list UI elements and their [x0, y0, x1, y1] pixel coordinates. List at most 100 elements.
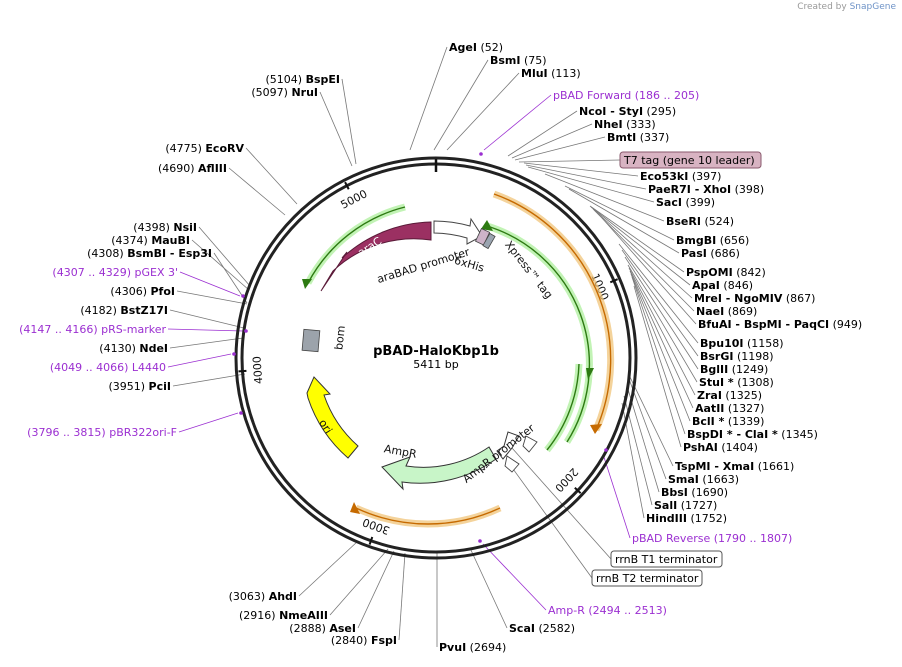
site-bspei[interactable]: (5104) BspEI	[266, 73, 341, 86]
leader-bmgbi	[564, 185, 675, 241]
arabad-promoter-arrow[interactable]	[433, 217, 483, 245]
site-bglii[interactable]: BglII (1249)	[700, 363, 768, 376]
ampr-promoter-arrow[interactable]	[496, 431, 520, 460]
site-position: (2916)	[239, 609, 276, 622]
ori-arrow[interactable]	[306, 376, 359, 459]
site-position: (5097)	[251, 86, 288, 99]
site-mrei[interactable]: MreI - NgoMIV (867)	[694, 292, 815, 305]
tick-mark-5000	[344, 181, 350, 190]
site-bcli[interactable]: BclI * (1339)	[692, 415, 764, 428]
site-agei[interactable]: AgeI (52)	[449, 41, 503, 54]
site-bmgbi[interactable]: BmgBI (656)	[676, 234, 749, 247]
primer-pgex3[interactable]: (4307 .. 4329) pGEX 3'	[52, 266, 178, 279]
site-nrui[interactable]: (5097) NruI	[251, 86, 318, 99]
xpress-tag-box[interactable]	[482, 232, 496, 250]
arac-arrow[interactable]	[320, 221, 432, 292]
site-nhei[interactable]: NheI (333)	[594, 118, 656, 131]
primer-pbr322ori[interactable]: (3796 .. 3815) pBR322ori-F	[27, 426, 177, 439]
leader-pfoi	[176, 290, 248, 305]
primer-range: (4307 .. 4329)	[52, 266, 131, 279]
site-position: (1308)	[737, 376, 774, 389]
site-paer7i[interactable]: PaeR7I - XhoI (398)	[648, 183, 764, 196]
plasmid-backbone[interactable]	[234, 156, 638, 560]
rrnb-t2-arrow[interactable]	[504, 455, 520, 473]
site-aatii[interactable]: AatII (1327)	[695, 402, 764, 415]
site-sali[interactable]: SalI (1727)	[654, 499, 717, 512]
site-bseri[interactable]: BseRI (524)	[666, 215, 734, 228]
orf-arc-inner-right[interactable]	[485, 222, 593, 444]
leader-mlui	[446, 72, 520, 151]
site-pasi[interactable]: PasI (686)	[681, 247, 740, 260]
bom-box[interactable]	[301, 328, 321, 353]
site-tspmi[interactable]: TspMI - XmaI (1661)	[675, 460, 794, 473]
primer-pbad-forward[interactable]: pBAD Forward (186 .. 205)	[553, 89, 699, 102]
site-apai[interactable]: ApaI (846)	[692, 279, 753, 292]
leader-tspmi	[629, 376, 674, 467]
leader-stui	[627, 264, 698, 383]
site-pspomi[interactable]: PspOMI (842)	[686, 266, 766, 279]
leader-bseri	[544, 173, 665, 222]
leader-l4440	[167, 353, 232, 368]
site-position: (1327)	[728, 402, 765, 415]
site-eco53ki[interactable]: Eco53kI (397)	[640, 170, 721, 183]
site-pcii[interactable]: (3951) PciI	[108, 380, 171, 393]
leader-agei	[409, 46, 448, 151]
leader-pspomi	[589, 205, 685, 273]
site-aflii[interactable]: (4690) AflIII	[158, 162, 227, 175]
site-name: PciI	[149, 380, 171, 393]
site-bsmbi[interactable]: (4308) BsmBI - Esp3I	[87, 247, 212, 260]
callout-rrnb-t1[interactable]: rrnB T1 terminator	[610, 550, 723, 568]
site-saci[interactable]: SacI (399)	[656, 196, 715, 209]
site-bfuai[interactable]: BfuAI - BspMI - PaqCI (949)	[698, 318, 862, 331]
site-labels[interactable]: AgeI (52)BsmI (75)MluI (113) NcoI - StyI …	[19, 41, 862, 654]
leader-eco53ki	[523, 162, 639, 177]
site-bstz17i[interactable]: (4182) BstZ17I	[80, 304, 168, 317]
orf-arc-right-down-green[interactable]	[544, 363, 583, 453]
site-pshai[interactable]: PshAI (1404)	[683, 441, 758, 454]
leader-ahdi	[298, 540, 359, 597]
site-mlui[interactable]: MluI (113)	[521, 67, 581, 80]
site-smai[interactable]: SmaI (1663)	[668, 473, 739, 486]
site-ndei[interactable]: (4130) NdeI	[99, 342, 168, 355]
site-position: (2694)	[470, 641, 507, 654]
site-bsmi[interactable]: BsmI (75)	[490, 54, 547, 67]
feature-callouts[interactable]: T7 tag (gene 10 leader) rrnB T1 terminato…	[591, 151, 762, 587]
site-bbsi[interactable]: BbsI (1690)	[661, 486, 728, 499]
orf-arc-bottom-arrowhead	[350, 502, 360, 514]
site-scai[interactable]: ScaI (2582)	[509, 622, 575, 635]
site-bspdi[interactable]: BspDI * - ClaI * (1345)	[687, 428, 818, 441]
callout-t7-tag[interactable]: T7 tag (gene 10 leader)	[619, 151, 762, 169]
site-bmti[interactable]: BmtI (337)	[607, 131, 669, 144]
site-position: (686)	[710, 247, 740, 260]
site-pvui[interactable]: PvuI (2694)	[439, 641, 506, 654]
site-nsii[interactable]: (4398) NsiI	[133, 221, 197, 234]
leader-bfuai	[601, 217, 697, 325]
site-position: (656)	[720, 234, 750, 247]
site-nmeaiii[interactable]: (2916) NmeAIII	[239, 609, 328, 622]
site-name: Bpu10I	[700, 337, 744, 350]
site-ncoi[interactable]: NcoI - StyI (295)	[579, 105, 676, 118]
site-naei[interactable]: NaeI (869)	[696, 305, 757, 318]
primer-amp-r[interactable]: Amp-R (2494 .. 2513)	[548, 604, 667, 617]
site-zrai[interactable]: ZraI (1325)	[697, 389, 762, 402]
site-ecorv[interactable]: (4775) EcoRV	[165, 142, 244, 155]
site-stui[interactable]: StuI * (1308)	[699, 376, 774, 389]
ampr-arrow[interactable]	[381, 446, 497, 491]
callout-rrnb-t2[interactable]: rrnB T2 terminator	[591, 569, 703, 587]
site-asei[interactable]: (2888) AseI	[289, 622, 356, 635]
site-ahdi[interactable]: (3063) AhdI	[229, 590, 297, 603]
leader-bstz17i	[169, 309, 245, 329]
site-name: NmeAIII	[279, 609, 328, 622]
site-bsrgi[interactable]: BsrGI (1198)	[700, 350, 774, 363]
site-bpu10i[interactable]: Bpu10I (1158)	[700, 337, 784, 350]
primer-l4440[interactable]: (4049 .. 4066) L4440	[50, 361, 166, 374]
site-pfoi[interactable]: (4306) PfoI	[110, 285, 175, 298]
site-fspi[interactable]: (2840) FspI	[331, 634, 397, 647]
site-maubi[interactable]: (4374) MauBI	[111, 234, 190, 247]
primer-prs-marker[interactable]: (4147 .. 4166) pRS-marker	[19, 323, 166, 336]
site-hindiii[interactable]: HindIII (1752)	[646, 512, 727, 525]
rrnb-t1-arrow[interactable]	[522, 435, 538, 453]
primer-pbad-reverse[interactable]: pBAD Reverse (1790 .. 1807)	[632, 532, 792, 545]
leader-nhei	[511, 123, 593, 159]
